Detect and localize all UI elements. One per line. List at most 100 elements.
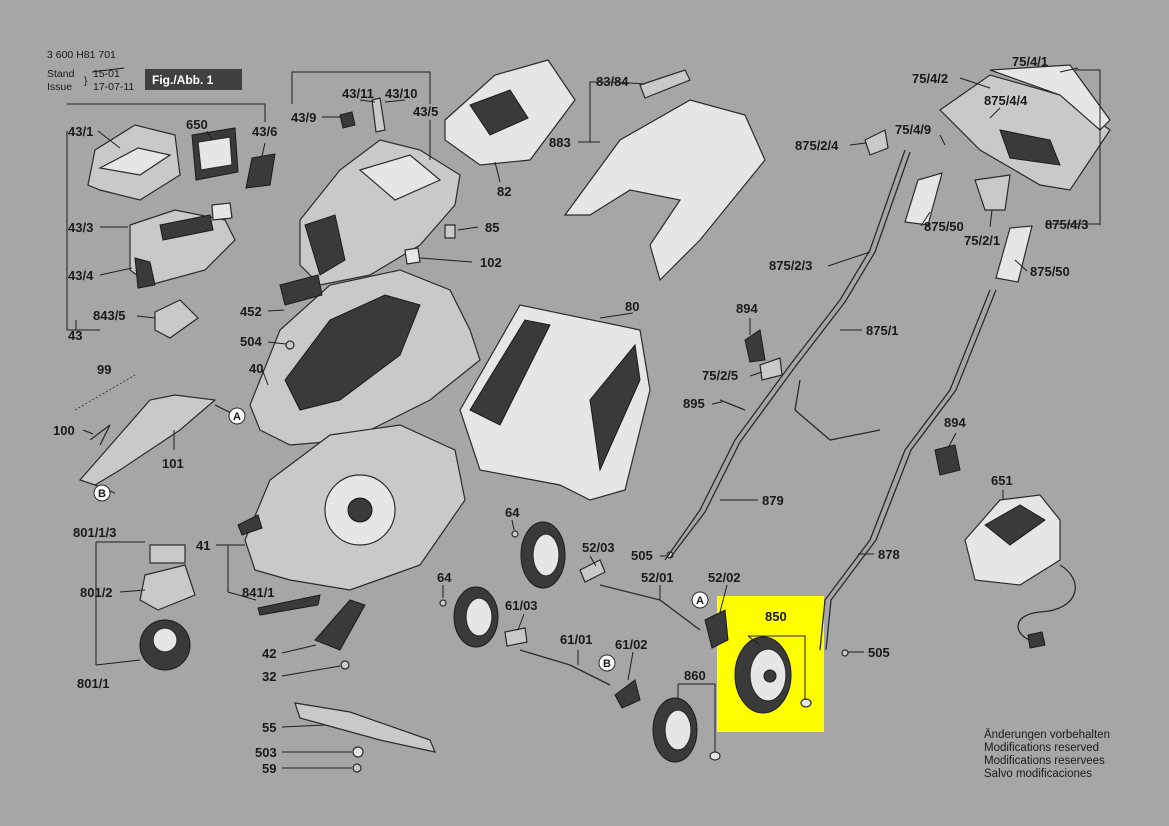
label-43-5: 43/5 — [413, 104, 438, 119]
label-82: 82 — [497, 184, 511, 199]
part-875-50a — [904, 172, 943, 226]
label-504: 504 — [240, 334, 262, 349]
part-75-4-1-shape — [989, 64, 1111, 131]
bracket-43-parts — [291, 71, 431, 104]
callout-b1 — [93, 484, 111, 502]
part-875-50b — [995, 225, 1033, 283]
lead-82 — [494, 161, 501, 183]
label-75-4-1: 75/4/1 — [1012, 54, 1048, 69]
housing-upper-group — [299, 59, 576, 286]
wheel-860-hub — [664, 709, 692, 751]
part-43-6-shape — [245, 153, 276, 189]
lead-43-10 — [384, 99, 406, 103]
label-505a: 505 — [631, 548, 653, 563]
lead-801-1 — [95, 659, 141, 666]
part-83-84 — [639, 69, 691, 99]
part-64a — [511, 530, 519, 538]
part-61-03 — [504, 627, 528, 647]
label-895: 895 — [683, 396, 705, 411]
part-505b — [841, 649, 849, 657]
label-52-03: 52/03 — [582, 540, 615, 555]
part-102 — [404, 247, 421, 265]
lead-75-4-1 — [1059, 67, 1079, 73]
label-102: 102 — [480, 255, 502, 270]
part-40-grille — [284, 294, 421, 411]
part-61-01-axle — [519, 649, 611, 686]
part-879-tube — [664, 149, 906, 561]
bracket-883 — [589, 81, 615, 142]
bracket-850 — [748, 635, 806, 700]
part-895 — [719, 399, 746, 411]
part-100-shape — [89, 424, 111, 446]
label-75-2-1: 75/2/1 — [964, 233, 1000, 248]
part-85 — [444, 224, 456, 239]
lead-43-6 — [261, 142, 266, 157]
label-41: 41 — [196, 538, 210, 553]
lead-75-2-5 — [749, 371, 763, 377]
grassbox-lid-group — [563, 69, 766, 282]
label-43-10: 43/10 — [385, 86, 418, 101]
label-61-01: 61/01 — [560, 632, 593, 647]
note-en: Modifications reserved — [984, 742, 1099, 754]
issue-label: Issue — [47, 81, 72, 93]
lead-85 — [457, 226, 479, 231]
label-43-6: 43/6 — [252, 124, 277, 139]
label-875-4-4: 875/4/4 — [984, 93, 1028, 108]
part-75-2-5 — [759, 357, 783, 381]
label-64a: 64 — [505, 505, 520, 520]
label-64b: 64 — [437, 570, 452, 585]
callout-a2 — [691, 591, 709, 609]
lead-895 — [711, 401, 723, 405]
part-883-shape — [563, 99, 766, 282]
lead-894b — [947, 432, 957, 449]
lead-80 — [599, 312, 634, 319]
part-43-11 — [371, 97, 386, 133]
part-875-1-bow — [794, 379, 881, 441]
lead-40 — [261, 368, 269, 386]
label-860: 860 — [684, 668, 706, 683]
document-header: 3 600 H81 701 Stand Issue } 15-01 17-07-… — [47, 49, 242, 93]
lead-843-5 — [136, 315, 156, 319]
label-651: 651 — [991, 473, 1013, 488]
part-875-4-4-dark — [999, 129, 1061, 166]
label-75-4-9: 75/4/9 — [895, 122, 931, 137]
doc-number: 3 600 H81 701 — [47, 49, 116, 61]
label-883: 883 — [549, 135, 571, 150]
callout-a2-text: A — [696, 595, 704, 607]
lead-61-03 — [517, 613, 525, 631]
part-labels: 43/1 650 43/6 43/3 43/4 843/5 43 43/9 43… — [53, 54, 1088, 776]
label-100: 100 — [53, 423, 75, 438]
label-80: 80 — [625, 299, 639, 314]
label-52-01: 52/01 — [641, 570, 674, 585]
lead-841-1 — [227, 591, 257, 601]
lead-75-4-9 — [939, 134, 946, 146]
lead-52-03 — [589, 555, 597, 567]
label-843-5: 843/5 — [93, 308, 126, 323]
part-82-keypad — [469, 89, 529, 136]
label-55: 55 — [262, 720, 276, 735]
label-43: 43 — [68, 328, 82, 343]
lead-875-50a — [920, 211, 931, 227]
label-43-1: 43/1 — [68, 124, 93, 139]
part-894b — [934, 444, 961, 476]
part-651-slot — [984, 504, 1046, 546]
part-860-washer — [709, 751, 721, 761]
part-650-face — [197, 136, 233, 171]
label-650: 650 — [186, 117, 208, 132]
part-80-mesh-right — [589, 343, 641, 472]
part-55-blade — [294, 702, 436, 753]
part-503 — [352, 746, 364, 758]
wheel-rear-upper-hub — [532, 533, 560, 577]
part-42-shape — [314, 599, 366, 651]
height-adjust-group — [74, 374, 217, 486]
part-small-plate — [211, 202, 233, 221]
label-101: 101 — [162, 456, 184, 471]
label-52-02: 52/02 — [708, 570, 741, 585]
label-43-9: 43/9 — [291, 110, 316, 125]
label-875-1: 875/1 — [866, 323, 899, 338]
lead-42 — [281, 644, 317, 654]
lead-64a — [511, 519, 515, 531]
wheel-850-washer — [800, 698, 812, 708]
